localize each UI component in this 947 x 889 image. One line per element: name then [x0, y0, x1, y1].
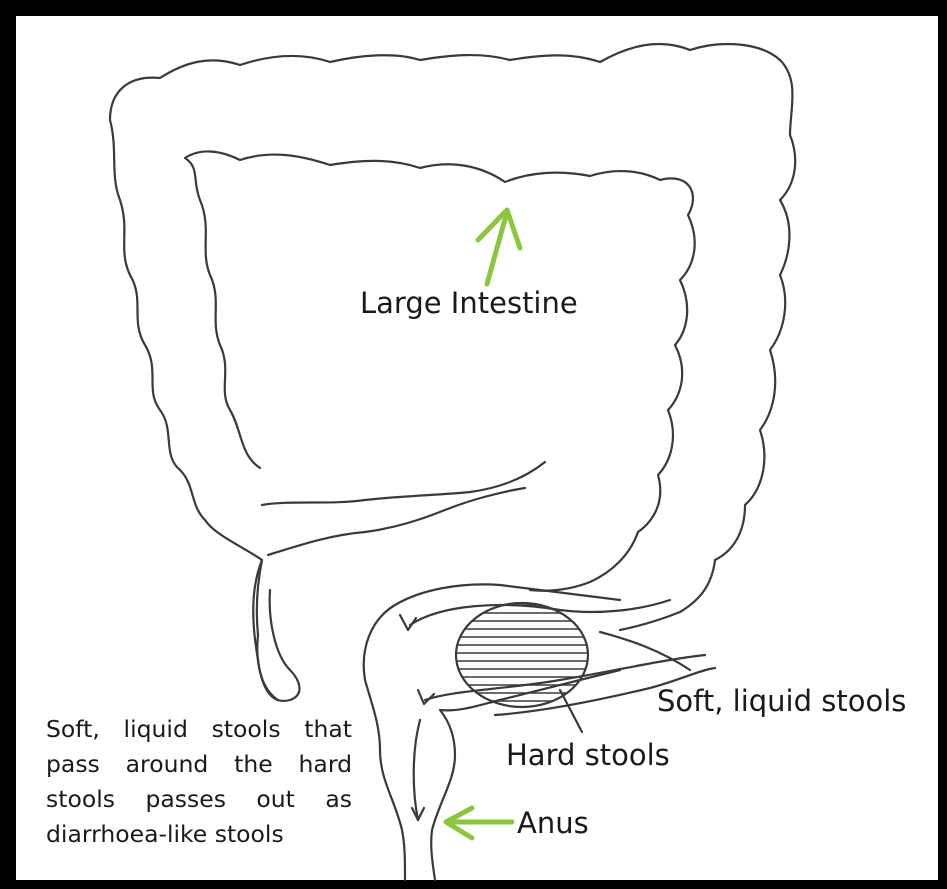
flow-arrowhead-icon [418, 690, 434, 704]
colon-outer-outline [110, 44, 795, 700]
anus-label: Anus [517, 806, 589, 840]
colon-inner-outline [185, 151, 695, 590]
soft-liquid-stools-label: Soft, liquid stools [657, 684, 906, 718]
overflow-diarrhoea-note: Soft, liquid stools that pass around the… [46, 712, 352, 852]
colon-tail [253, 560, 299, 701]
large-intestine-label: Large Intestine [360, 286, 578, 320]
hard-stools-label: Hard stools [506, 738, 670, 772]
green-arrow-icon [478, 210, 520, 284]
green-arrow-icon [446, 808, 512, 838]
hard-stools-pointer [560, 690, 582, 732]
flow-arrowhead-icon [400, 615, 416, 630]
anal-canal-line [414, 720, 420, 820]
